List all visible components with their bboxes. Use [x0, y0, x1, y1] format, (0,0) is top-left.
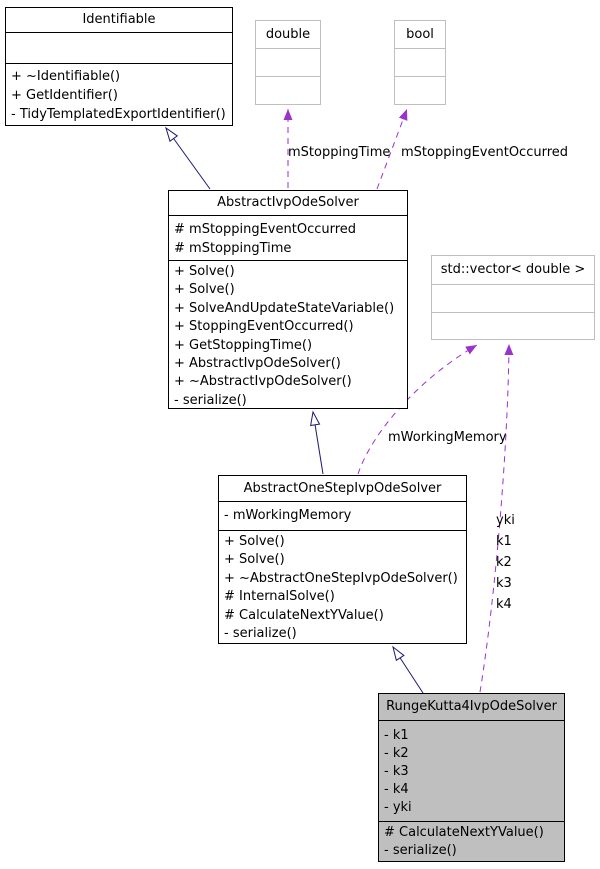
type-node-std-vector-double: std::vector< double > [431, 255, 595, 340]
attributes-section [6, 32, 232, 63]
member-line: # InternalSolve() [224, 589, 335, 605]
member-line: - serialize() [384, 842, 457, 858]
member-line: - mWorkingMemory [224, 508, 352, 523]
class-node-rungekutta4ivpodesolver: RungeKutta4IvpOdeSolver - k1 - k2 - k3 - k4… [378, 693, 565, 862]
member-line: + AbstractIvpOdeSolver() [174, 356, 341, 372]
edge-label-line: k2 [496, 555, 512, 570]
member-line: - serialize() [224, 626, 297, 642]
member-line: # mStoppingEventOccurred [174, 222, 357, 237]
class-node-abstractonestepivpodesolver[interactable]: AbstractOneStepIvpOdeSolver - mWorkingMe… [218, 475, 467, 644]
inheritance-edge-onestep-to-abstractivp [310, 410, 324, 475]
member-line: - k1 [384, 728, 409, 743]
empty-methods-section [432, 312, 594, 339]
member-line: + Solve() [224, 534, 285, 549]
empty-attributes-section [256, 48, 320, 76]
member-line: + ~AbstractOneStepIvpOdeSolver() [224, 570, 458, 586]
edge-label-mstoppingtime: mStoppingTime [288, 145, 391, 160]
member-line: - yki [384, 800, 412, 815]
methods-section: + Solve() + Solve() + SolveAndUpdateStateV… [169, 260, 407, 408]
empty-attributes-section [395, 48, 445, 76]
edge-label-line: k4 [496, 597, 512, 612]
methods-section: + Solve() + Solve() + ~AbstractOneStepIvpO… [219, 530, 466, 643]
class-title: RungeKutta4IvpOdeSolver [386, 699, 557, 714]
member-line: # CalculateNextYValue() [224, 607, 384, 623]
empty-methods-section [256, 76, 320, 104]
inheritance-edge-abstractivp-to-identifiable [165, 126, 211, 190]
class-title: AbstractIvpOdeSolver [217, 195, 359, 210]
member-line: + Solve() [224, 552, 285, 568]
inheritance-edge-rk4-to-onestep [392, 645, 424, 694]
attributes-section: - k1 - k2 - k3 - k4 - yki [379, 720, 564, 821]
edge-label-line: yki [496, 513, 515, 528]
member-line: + ~Identifiable() [11, 69, 121, 84]
type-node-bool: bool [394, 20, 446, 105]
type-title: bool [406, 27, 434, 42]
edge-label-rk4-member-list: yki k1 k2 k3 k4 [496, 510, 515, 615]
edge-label-mworkingmemory: mWorkingMemory [388, 430, 507, 445]
member-line: + GetIdentifier() [11, 88, 118, 103]
class-node-abstractivpodesolver[interactable]: AbstractIvpOdeSolver # mStoppingEventOcc… [168, 190, 408, 409]
member-line: # CalculateNextYValue() [384, 825, 544, 840]
member-line: - TidyTemplatedExportIdentifier() [11, 107, 226, 122]
class-title: AbstractOneStepIvpOdeSolver [243, 481, 442, 496]
member-line: + SolveAndUpdateStateVariable() [174, 300, 395, 316]
member-line: - k2 [384, 746, 409, 761]
member-line: - k4 [384, 782, 409, 797]
attributes-section: - mWorkingMemory [219, 501, 466, 530]
methods-section: + ~Identifiable() + GetIdentifier() - Tidy… [6, 63, 232, 125]
type-title: double [265, 27, 311, 42]
attributes-section: # mStoppingEventOccurred # mStoppingTime [169, 215, 407, 260]
class-node-identifiable[interactable]: Identifiable + ~Identifiable() + GetIdent… [5, 7, 233, 126]
member-line: + Solve() [174, 264, 235, 279]
empty-attributes-section [432, 284, 594, 312]
type-node-double: double [255, 20, 321, 105]
edge-label-mstoppingeventoccurred: mStoppingEventOccurred [401, 145, 569, 160]
member-line: + StoppingEventOccurred() [174, 319, 354, 335]
member-line: + Solve() [174, 282, 235, 298]
methods-section: # CalculateNextYValue() - serialize() [379, 821, 564, 861]
type-title: std::vector< double > [440, 262, 586, 277]
empty-methods-section [395, 76, 445, 104]
member-line: - k3 [384, 764, 409, 779]
member-line: # mStoppingTime [174, 241, 292, 256]
member-line: + GetStoppingTime() [174, 337, 313, 353]
member-line: - serialize() [174, 392, 247, 408]
edge-label-line: k1 [496, 534, 512, 549]
class-title: Identifiable [82, 12, 156, 27]
edge-label-line: k3 [496, 576, 512, 591]
member-line: + ~AbstractIvpOdeSolver() [174, 374, 352, 390]
